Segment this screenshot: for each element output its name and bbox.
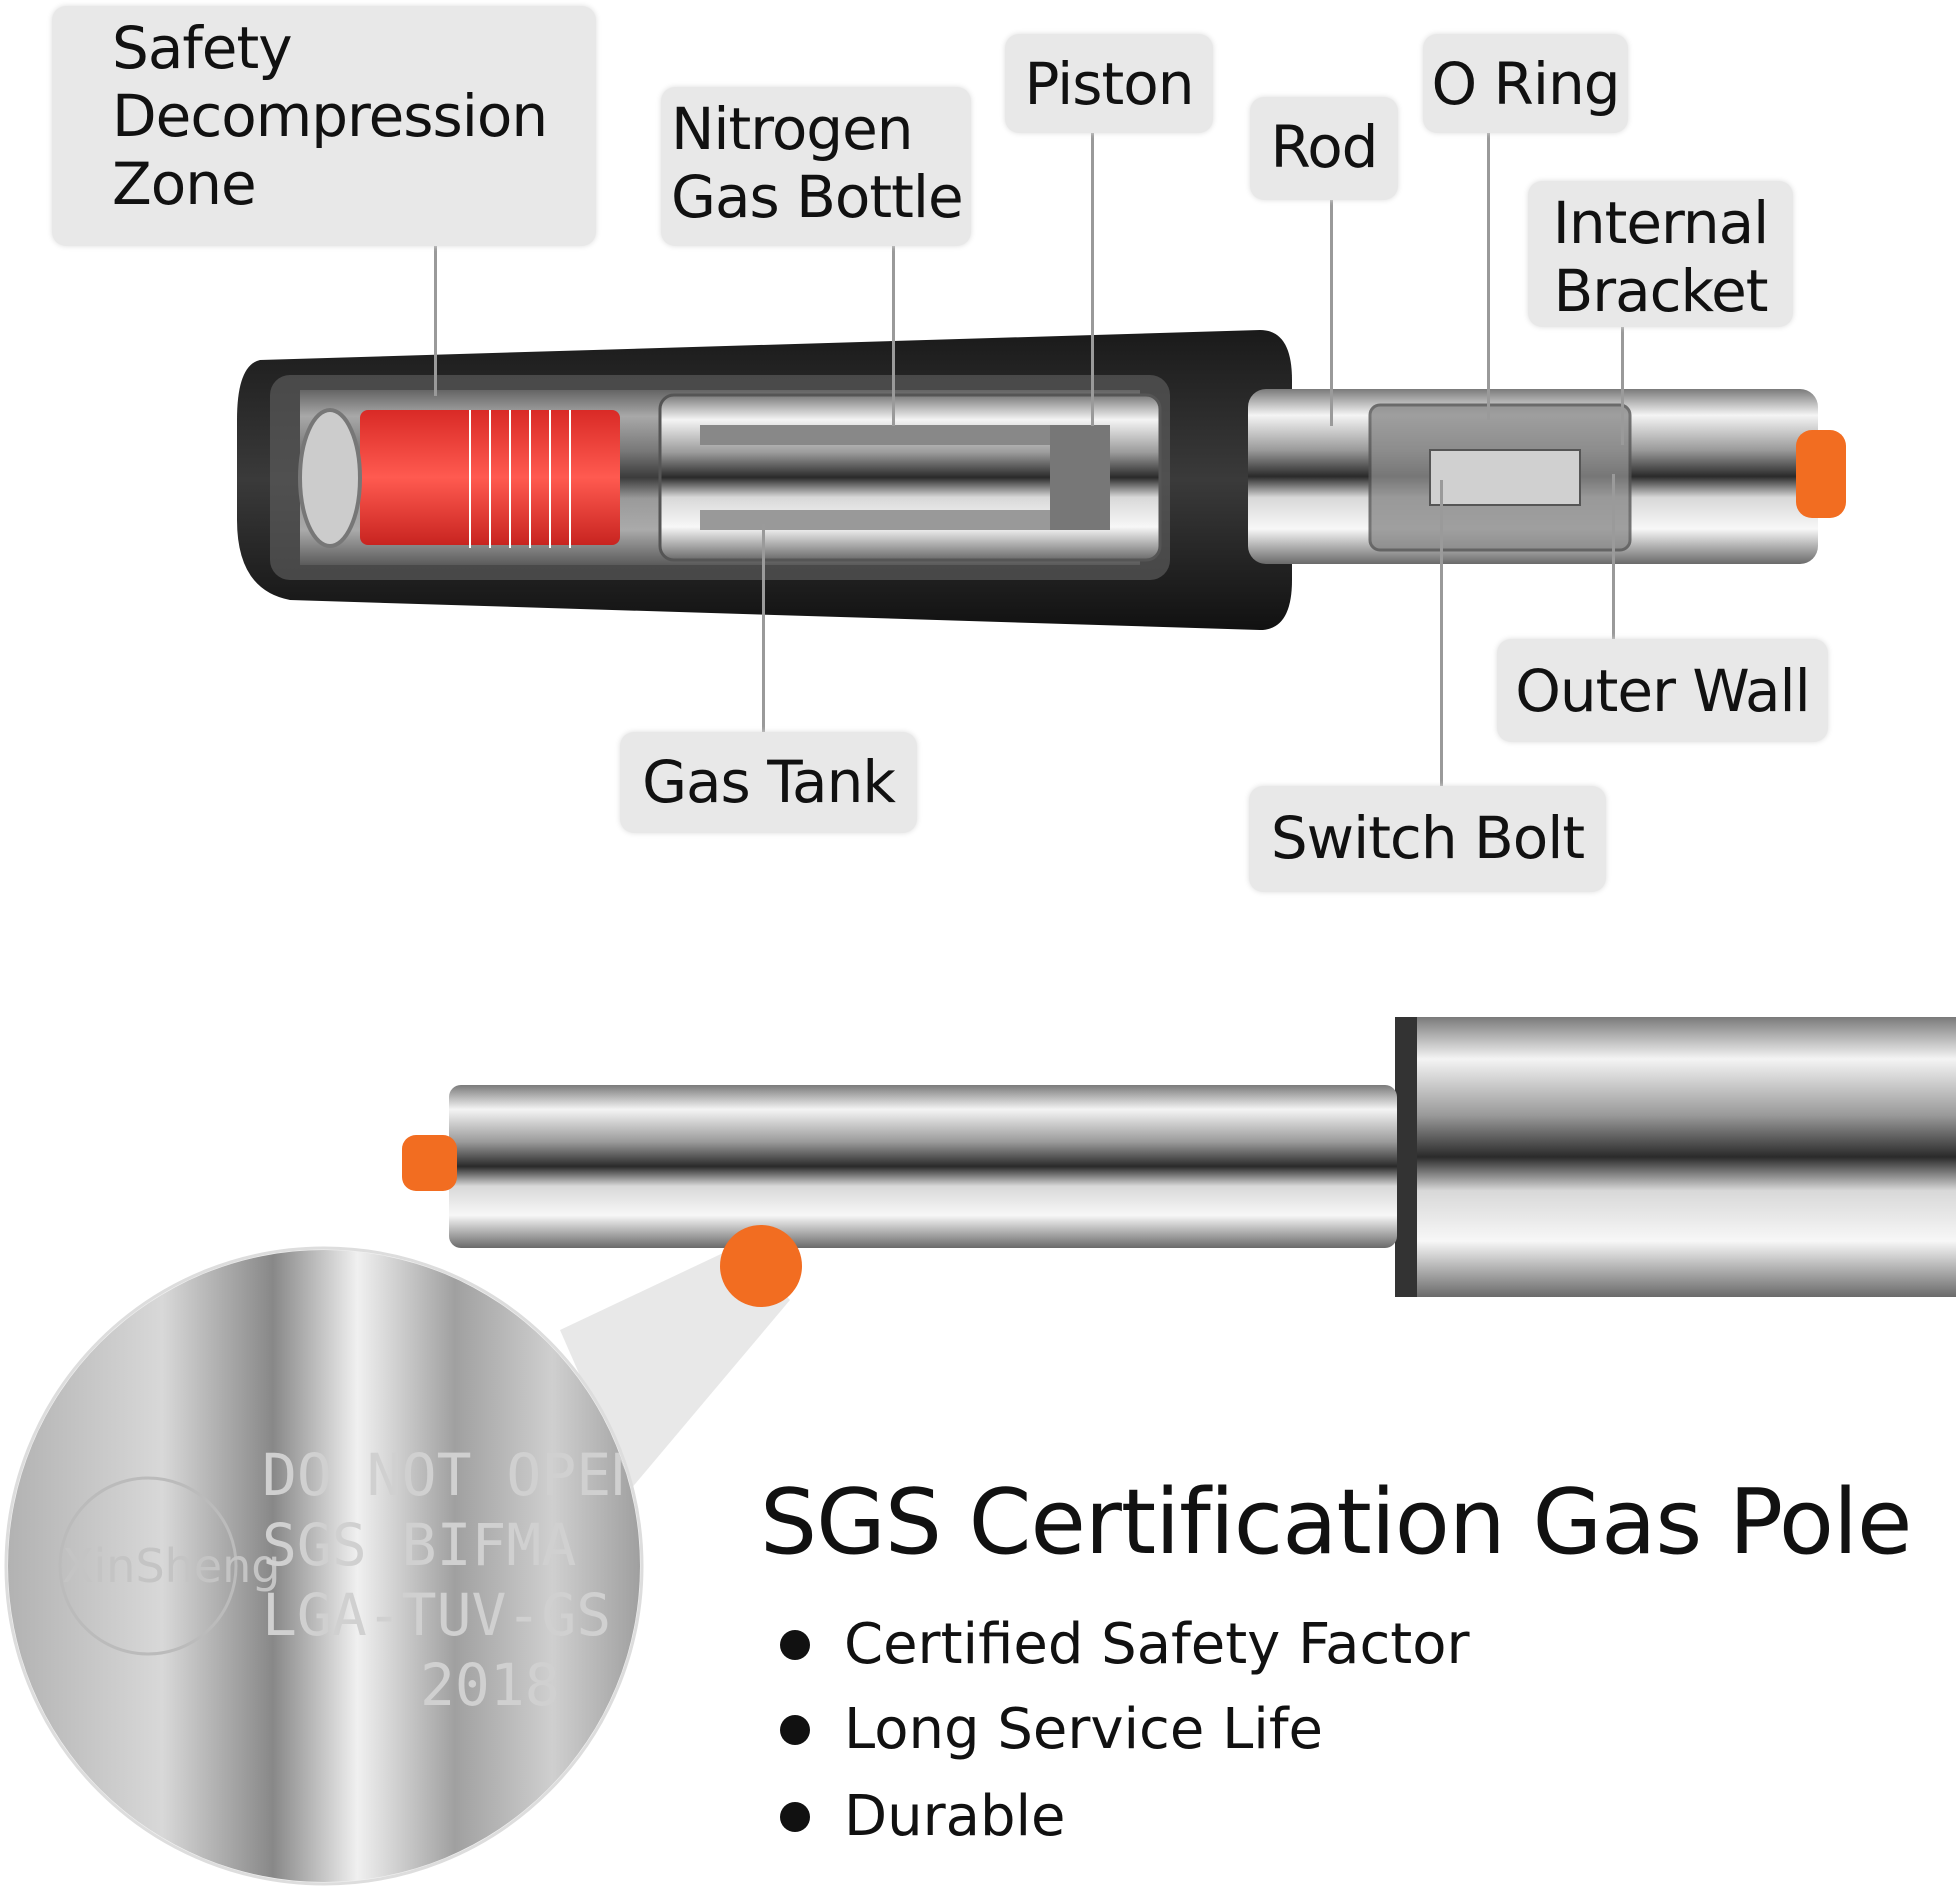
label-text: Outer Wall <box>1515 657 1811 725</box>
leader-line <box>434 246 437 396</box>
label-line: Zone <box>112 150 257 218</box>
engraving-line: LGA-TUV-GS <box>262 1581 611 1649</box>
engraving-line: 2018 <box>420 1651 560 1719</box>
label-line: Decompression <box>112 82 548 150</box>
label-outer-wall: Outer Wall <box>1497 639 1828 742</box>
label-text: Switch Bolt <box>1270 804 1585 872</box>
feature-item: Durable <box>780 1784 1066 1849</box>
label-piston: Piston <box>1005 34 1213 133</box>
leader-line <box>892 246 895 426</box>
feature-item: Certified Safety Factor <box>780 1612 1470 1677</box>
label-o-ring: O Ring <box>1423 34 1628 133</box>
leader-line <box>1440 480 1443 786</box>
leader-line <box>1487 133 1490 420</box>
label-internal-bracket: Internal Bracket <box>1528 181 1793 327</box>
engraving-brand: XinSheng <box>62 1539 280 1593</box>
orange-cap <box>1796 430 1846 518</box>
leader-line <box>1330 200 1333 426</box>
label-switch-bolt: Switch Bolt <box>1249 786 1606 892</box>
feature-text: Durable <box>844 1784 1066 1849</box>
gas-pole-exterior: XinSheng DO NOT OPEN SGS BIFMA LGA-TUV-G… <box>4 1017 1956 1886</box>
bullet-icon <box>780 1629 810 1660</box>
engraving-magnifier: XinSheng DO NOT OPEN SGS BIFMA LGA-TUV-G… <box>8 1250 646 1882</box>
headline: SGS Certification Gas Pole <box>760 1470 1912 1575</box>
leader-line <box>1621 327 1624 445</box>
label-rod: Rod <box>1250 97 1398 200</box>
label-text: Rod <box>1270 113 1379 181</box>
leader-line <box>1612 474 1615 640</box>
label-nitrogen-gas-bottle: Nitrogen Gas Bottle <box>661 87 971 246</box>
label-gas-tank: Gas Tank <box>620 732 917 833</box>
label-line: Bracket <box>1553 257 1768 325</box>
cutaway-cylinder <box>237 330 1846 630</box>
feature-text: Long Service Life <box>844 1697 1324 1762</box>
feature-text: Certified Safety Factor <box>844 1612 1470 1677</box>
magnifier-dot <box>720 1225 802 1307</box>
label-text: O Ring <box>1431 50 1620 118</box>
label-line: Gas Bottle <box>671 163 964 231</box>
bullet-icon <box>780 1714 810 1745</box>
label-line: Nitrogen <box>671 95 914 163</box>
feature-item: Long Service Life <box>780 1697 1323 1762</box>
leader-line <box>762 524 765 732</box>
leader-line <box>1091 133 1094 426</box>
label-line: Internal <box>1552 189 1770 257</box>
label-text: Piston <box>1024 50 1194 118</box>
engraving-line: DO NOT OPEN <box>262 1441 646 1509</box>
label-line: Safety <box>112 14 293 82</box>
label-text: Gas Tank <box>642 748 896 816</box>
label-safety-decompression-zone: Safety Decompression Zone <box>52 6 596 246</box>
bullet-icon <box>780 1801 810 1832</box>
magnifier-cone <box>560 1245 790 1490</box>
engraving-line: SGS BIFMA <box>262 1511 576 1579</box>
